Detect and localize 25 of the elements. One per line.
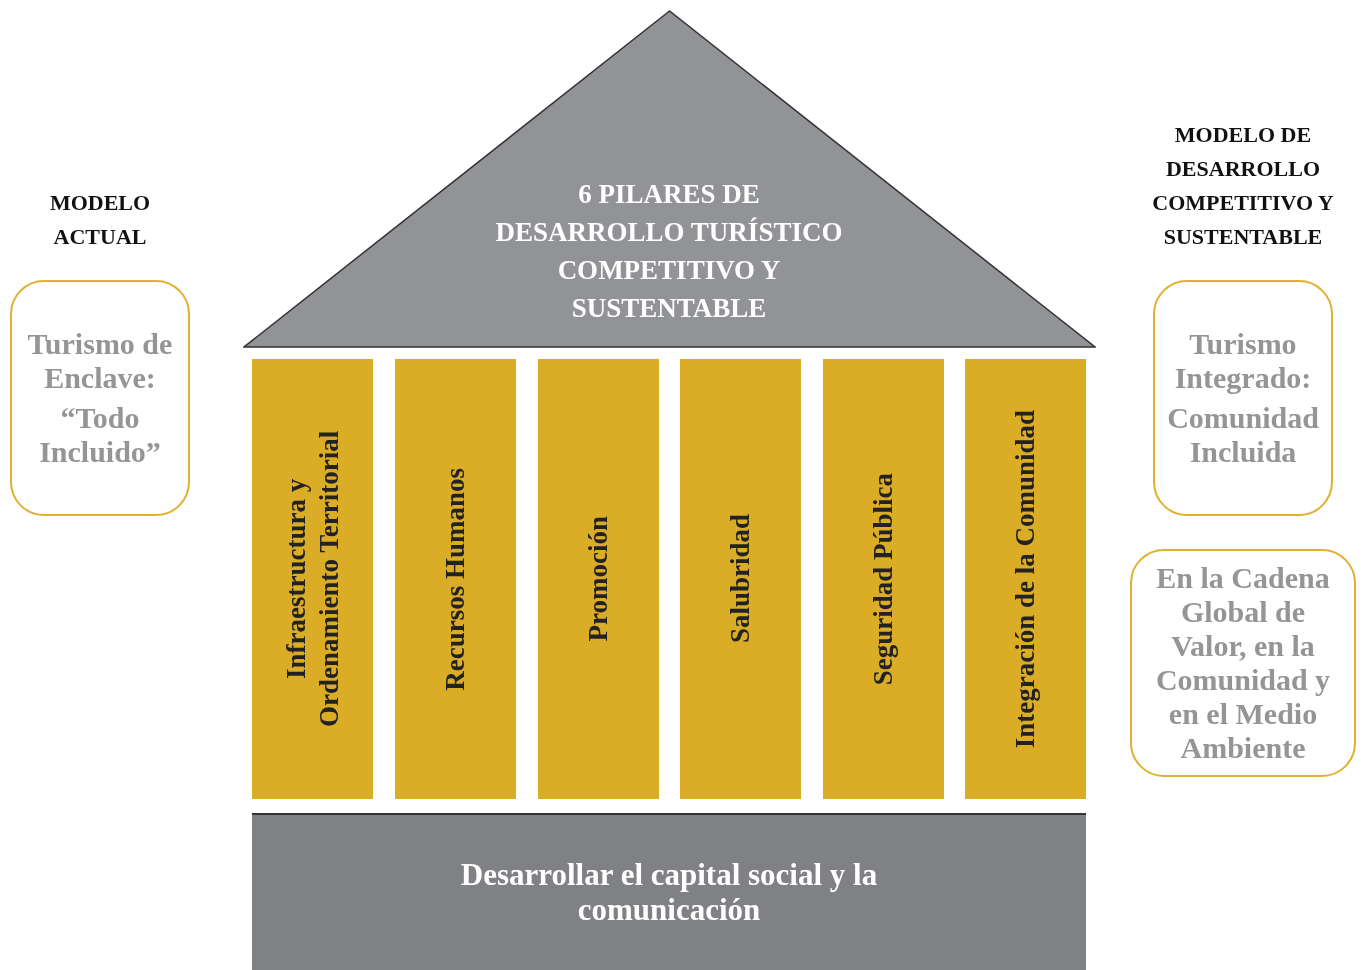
pillar-label: Recursos Humanos	[439, 467, 471, 691]
pillar-label: Seguridad Pública	[867, 472, 899, 686]
column-heading: MODELO ACTUAL	[48, 189, 152, 251]
rounded-box	[1130, 549, 1356, 777]
pillar	[965, 359, 1086, 799]
pillar	[823, 359, 944, 799]
box-text: Turismo Integrado:	[1173, 327, 1313, 395]
box-text: “Todo Incluido”	[38, 401, 162, 469]
rounded-box	[10, 280, 190, 516]
box-text: Comunidad Incluida	[1166, 401, 1320, 469]
pillar	[680, 359, 801, 799]
column-heading: MODELO DE DESARROLLO COMPETITIVO Y SUSTENTABLE	[1151, 121, 1335, 251]
box-text: Turismo de Enclave:	[26, 327, 174, 395]
rounded-box	[1153, 280, 1333, 516]
box-text: En la Cadena Global de Valor, en la Comunidad y en el Medio Ambiente	[1154, 561, 1332, 765]
pillar	[395, 359, 516, 799]
foundation-label: Desarrollar el capital social y la comunicación	[459, 857, 879, 927]
foundation-block	[252, 813, 1086, 970]
pillar-label: Infraestructura y Ordenamiento Territorial	[279, 429, 345, 730]
pillar	[252, 359, 373, 799]
pillar	[538, 359, 659, 799]
roof-title: 6 PILARES DE DESARROLLO TURÍSTICO COMPETITIVO Y SUSTENTABLE	[494, 178, 844, 325]
pillar-label: Salubridad	[724, 514, 756, 644]
pillar-label: Promoción	[582, 516, 614, 642]
pillar-label: Integración de la Comunidad	[1009, 409, 1041, 749]
